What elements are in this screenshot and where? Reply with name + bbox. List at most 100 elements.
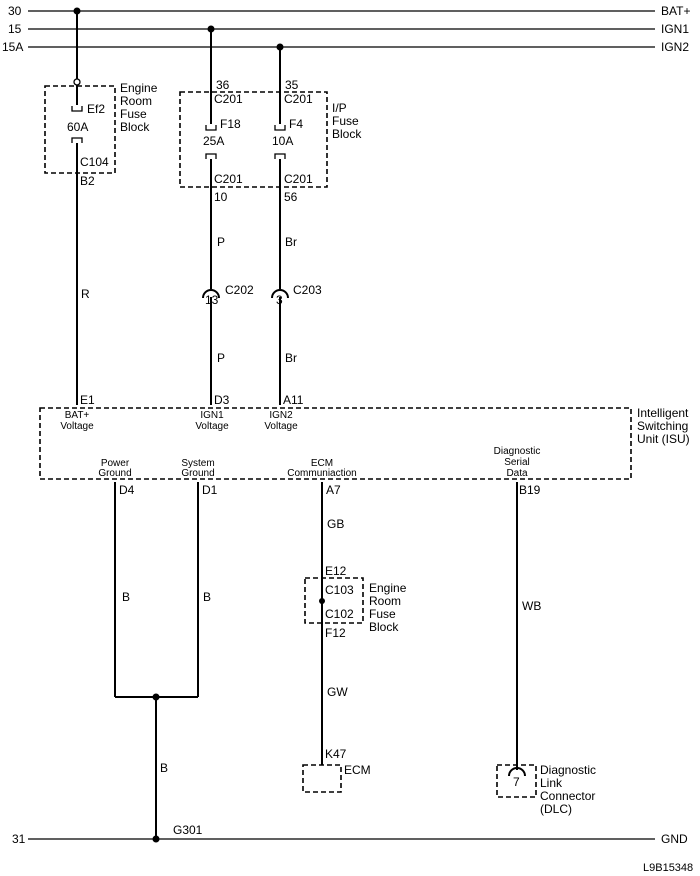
pin-b2: B2 bbox=[80, 174, 95, 188]
ecm-module-box bbox=[302, 764, 342, 793]
isu-pin-d3: D3 bbox=[214, 393, 230, 407]
fuse-terminal-icon bbox=[73, 78, 81, 86]
dlc-label-2: Link bbox=[540, 776, 563, 790]
rail-ign2-name: IGN2 bbox=[661, 40, 689, 54]
connector-c201-f4-in: C201 bbox=[284, 92, 313, 106]
isu-pin-a7-label-1: ECM bbox=[311, 458, 333, 469]
isu-label-3: Unit (ISU) bbox=[637, 432, 690, 446]
rail-bat: 30 BAT+ bbox=[8, 4, 690, 18]
ip-fuse-block-label-2: Fuse bbox=[332, 114, 359, 128]
dlc-connector-icon bbox=[508, 767, 526, 777]
isu-pin-a11-label-2: Voltage bbox=[264, 421, 298, 432]
fuse-ef2-icon-top bbox=[71, 106, 83, 112]
fuse-f4-rating: 10A bbox=[272, 134, 293, 148]
isu-pin-a11-label-1: IGN2 bbox=[269, 410, 293, 421]
connector-c202-icon bbox=[202, 289, 220, 299]
dlc-label-1: Diagnostic bbox=[540, 763, 596, 777]
pin-10: 10 bbox=[214, 190, 228, 204]
isu-pin-d4-label-1: Power bbox=[101, 458, 130, 469]
figure-id: L9B15348 bbox=[643, 862, 693, 874]
pin-56: 56 bbox=[284, 190, 298, 204]
fuse-f18-icon-top bbox=[205, 125, 217, 131]
rail-ign1-name: IGN1 bbox=[661, 22, 689, 36]
connector-c203-pin: 3 bbox=[276, 293, 283, 307]
connector-c201-f4-out: C201 bbox=[284, 172, 313, 186]
isu-module: Intelligent Switching Unit (ISU) E1 BAT+… bbox=[39, 393, 690, 497]
engine-fuse-block-lower-box bbox=[304, 577, 364, 624]
rail-bat-number: 30 bbox=[8, 4, 22, 18]
isu-pin-d1-label-1: System bbox=[181, 458, 214, 469]
ip-fuse-block-label-3: Block bbox=[332, 127, 362, 141]
fuse-f18-icon-bottom bbox=[205, 153, 217, 159]
ground-g301-label: G301 bbox=[173, 823, 203, 837]
isu-pin-e1-label-2: Voltage bbox=[60, 421, 94, 432]
connector-c104: C104 bbox=[80, 155, 109, 169]
fuse-f4-icon-top bbox=[274, 125, 286, 131]
fuse-f18-name: F18 bbox=[220, 117, 241, 131]
pin-e12: E12 bbox=[325, 564, 347, 578]
dlc-label-4: (DLC) bbox=[540, 802, 572, 816]
fuse-ef2-rating: 60A bbox=[67, 120, 88, 134]
isu-pin-b19-label-2: Serial bbox=[504, 457, 530, 468]
wire-color-system-ground: B bbox=[203, 590, 211, 604]
isu-pin-b19: B19 bbox=[519, 483, 541, 497]
dlc-connector-box bbox=[496, 764, 537, 798]
dlc-label-3: Connector bbox=[540, 789, 595, 803]
connector-c203-icon bbox=[271, 289, 289, 299]
engine-fuse-block-lower-label-1: Engine bbox=[369, 581, 407, 595]
isu-pin-d4: D4 bbox=[119, 483, 135, 497]
ecm-pin-k47: K47 bbox=[325, 747, 347, 761]
rail-ign1-number: 15 bbox=[8, 22, 22, 36]
isu-pin-d1: D1 bbox=[202, 483, 218, 497]
isu-pin-d4-label-2: Ground bbox=[98, 468, 131, 479]
inline-connector-c203: 3 C203 bbox=[271, 283, 322, 405]
ecm-label: ECM bbox=[344, 763, 371, 777]
engine-fuse-block-label-3: Fuse bbox=[120, 107, 147, 121]
connector-c201-f18-in: C201 bbox=[214, 92, 243, 106]
rail-bat-name: BAT+ bbox=[661, 4, 690, 18]
engine-fuse-block-label-1: Engine bbox=[120, 81, 158, 95]
isu-pin-e1: E1 bbox=[80, 393, 95, 407]
isu-pin-a7: A7 bbox=[326, 483, 341, 497]
junction-ground-splice bbox=[152, 693, 160, 701]
engine-fuse-block-lower-label-4: Block bbox=[369, 620, 399, 634]
isu-pin-a11: A11 bbox=[283, 393, 304, 407]
engine-fuse-block-label-4: Block bbox=[120, 120, 150, 134]
rail-ign2-number: 15A bbox=[2, 40, 23, 54]
wire-color-bat: R bbox=[81, 287, 90, 301]
wire-color-ign2-upper: Br bbox=[285, 235, 297, 249]
wire-color-ground-trunk: B bbox=[160, 761, 168, 775]
wire-color-ecm-upper: GB bbox=[327, 517, 344, 531]
isu-pin-b19-label-1: Diagnostic bbox=[494, 446, 541, 457]
fuse-f18-rating: 25A bbox=[203, 134, 224, 148]
isu-pin-b19-label-3: Data bbox=[506, 468, 528, 479]
connector-c203-name: C203 bbox=[293, 283, 322, 297]
fuse-f4-name: F4 bbox=[289, 117, 303, 131]
diagnostic-circuit: WB 7 Diagnostic Link Connector (DLC) bbox=[496, 482, 596, 816]
rail-gnd: 31 GND bbox=[12, 832, 688, 846]
ground-circuit: B B B G301 bbox=[114, 482, 211, 843]
isu-pin-d3-label-1: IGN1 bbox=[200, 410, 224, 421]
ip-fuse-block: I/P Fuse Block 36 C201 F18 25A C201 10 3… bbox=[179, 29, 362, 289]
connector-c102: C102 bbox=[325, 607, 354, 621]
junction-c103-c102 bbox=[319, 598, 325, 604]
fuse-ef2-name: Ef2 bbox=[87, 102, 105, 116]
isu-pin-d3-label-2: Voltage bbox=[195, 421, 229, 432]
connector-c201-f18-out: C201 bbox=[214, 172, 243, 186]
fuse-f4-icon-bottom bbox=[274, 153, 286, 159]
rail-gnd-name: GND bbox=[661, 832, 688, 846]
dlc-pin: 7 bbox=[513, 775, 520, 789]
isu-pin-e1-label-1: BAT+ bbox=[65, 410, 90, 421]
connector-c202-name: C202 bbox=[225, 283, 254, 297]
isu-label-2: Switching bbox=[637, 419, 688, 433]
connector-c103: C103 bbox=[325, 583, 354, 597]
pin-f12: F12 bbox=[325, 626, 346, 640]
isu-pin-a7-label-2: Communiaction bbox=[287, 468, 356, 479]
rail-ign1: 15 IGN1 bbox=[8, 22, 689, 36]
pin-36: 36 bbox=[216, 78, 230, 92]
junction-g301 bbox=[152, 835, 160, 843]
rail-gnd-number: 31 bbox=[12, 832, 26, 846]
engine-fuse-block-label-2: Room bbox=[120, 94, 152, 108]
